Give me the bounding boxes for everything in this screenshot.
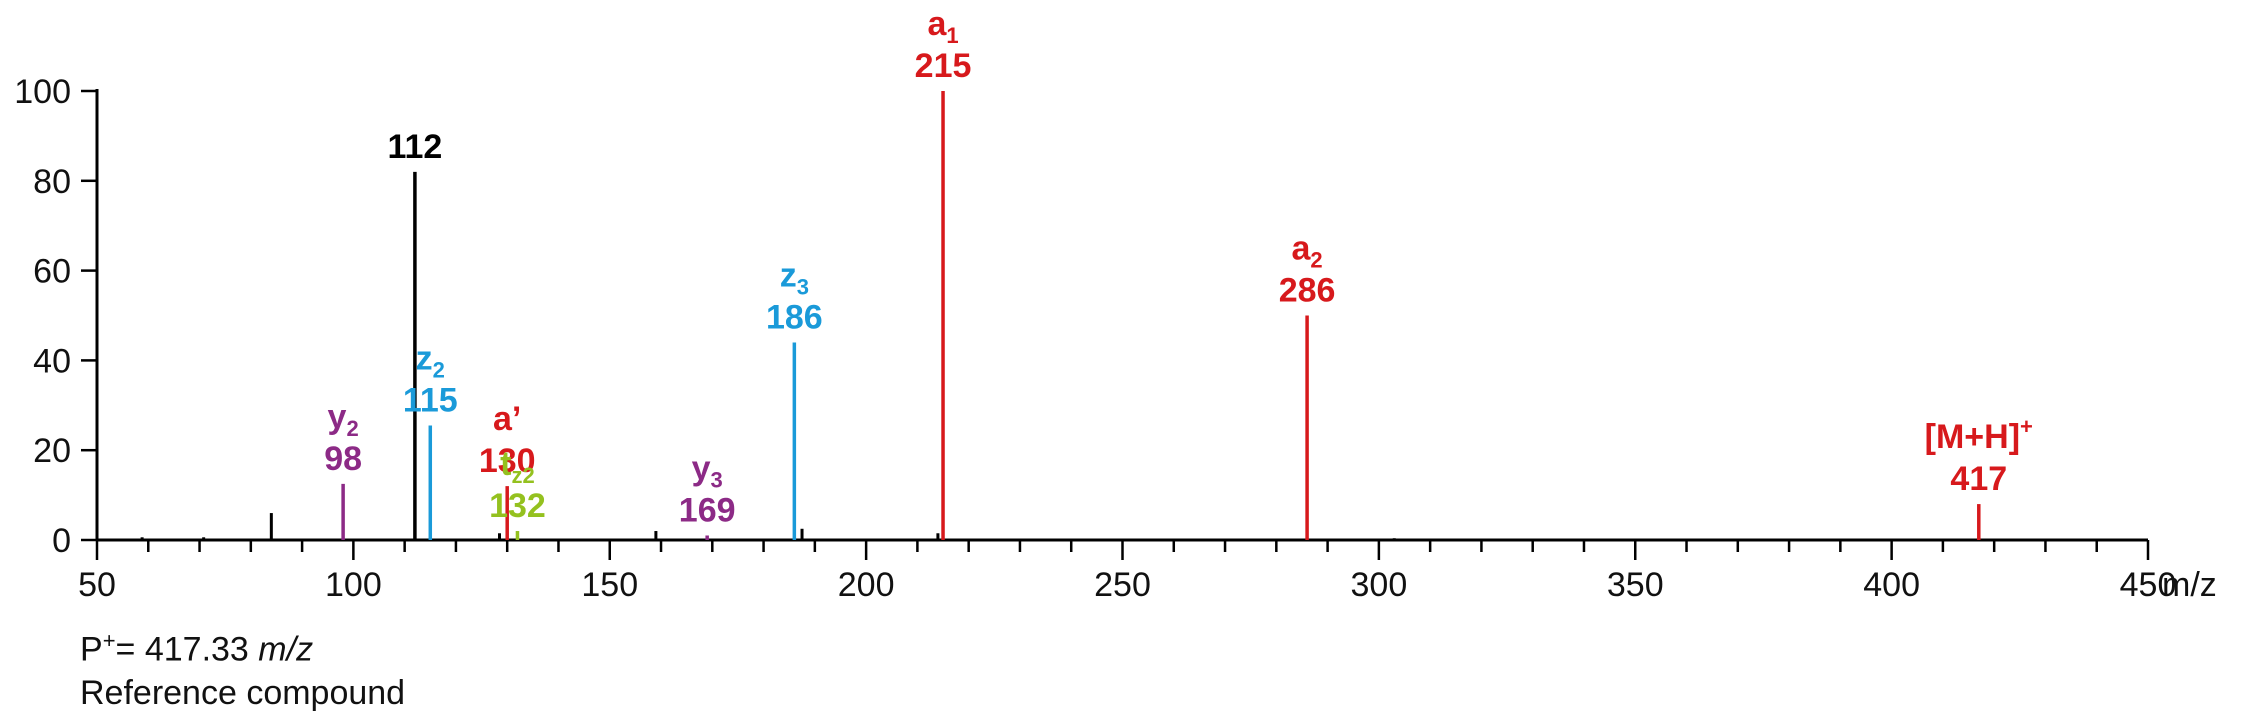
peak-value-label: 98 [324, 440, 362, 478]
y-tick-label: 0 [52, 522, 71, 560]
y-tick-label: 100 [14, 73, 71, 111]
peak-ion-label: tz2 [500, 445, 535, 488]
compound-caption: Reference compound [80, 674, 406, 712]
x-tick-label: 350 [1607, 566, 1664, 604]
peak-ion-label: a’ [493, 400, 521, 438]
peak-value-label: 115 [403, 382, 458, 420]
x-tick-label: 100 [325, 566, 382, 604]
peak-value-label: 417 [1950, 460, 2007, 498]
peak-ion-label: y3 [692, 450, 723, 493]
peak-ion-label: z3 [780, 256, 809, 299]
x-tick-label: 200 [838, 566, 895, 604]
peak-ion-label: z2 [416, 340, 445, 383]
x-tick-label: 450 [2120, 566, 2177, 604]
y-tick-label: 20 [33, 432, 71, 470]
peak-ion-label: [M+H]+ [1925, 414, 2033, 456]
peak-value-label: 132 [489, 487, 546, 525]
x-axis-label: m/z [2162, 566, 2217, 604]
x-tick-label: 250 [1094, 566, 1151, 604]
x-tick-label: 300 [1351, 566, 1408, 604]
peak-ion-label: a2 [1292, 230, 1323, 273]
x-tick-label: 50 [78, 566, 116, 604]
x-tick-label: 150 [581, 566, 638, 604]
peak-value-label: 286 [1279, 272, 1336, 310]
peak-value-label: 215 [915, 47, 972, 85]
peak-value-label: 186 [766, 298, 823, 336]
y-tick-label: 80 [33, 163, 71, 201]
peak-value-label: 169 [679, 492, 736, 530]
x-tick-label: 400 [1863, 566, 1920, 604]
y-tick-label: 40 [33, 342, 71, 380]
parent-ion-unit: m/z [258, 630, 314, 669]
peak-value-label: 112 [387, 128, 442, 166]
parent-ion-info: P+= 417.33 m/z [80, 628, 313, 669]
y-tick-label: 60 [33, 253, 71, 291]
parent-ion-value: = 417.33 [115, 630, 259, 669]
parent-ion-charge: + [102, 628, 116, 653]
peak-ion-label: y2 [328, 398, 359, 441]
peak-value-label: 130 [479, 442, 536, 480]
peaks [140, 91, 1981, 540]
peak-ion-label: a1 [927, 5, 958, 48]
parent-ion-symbol: P [80, 630, 103, 669]
